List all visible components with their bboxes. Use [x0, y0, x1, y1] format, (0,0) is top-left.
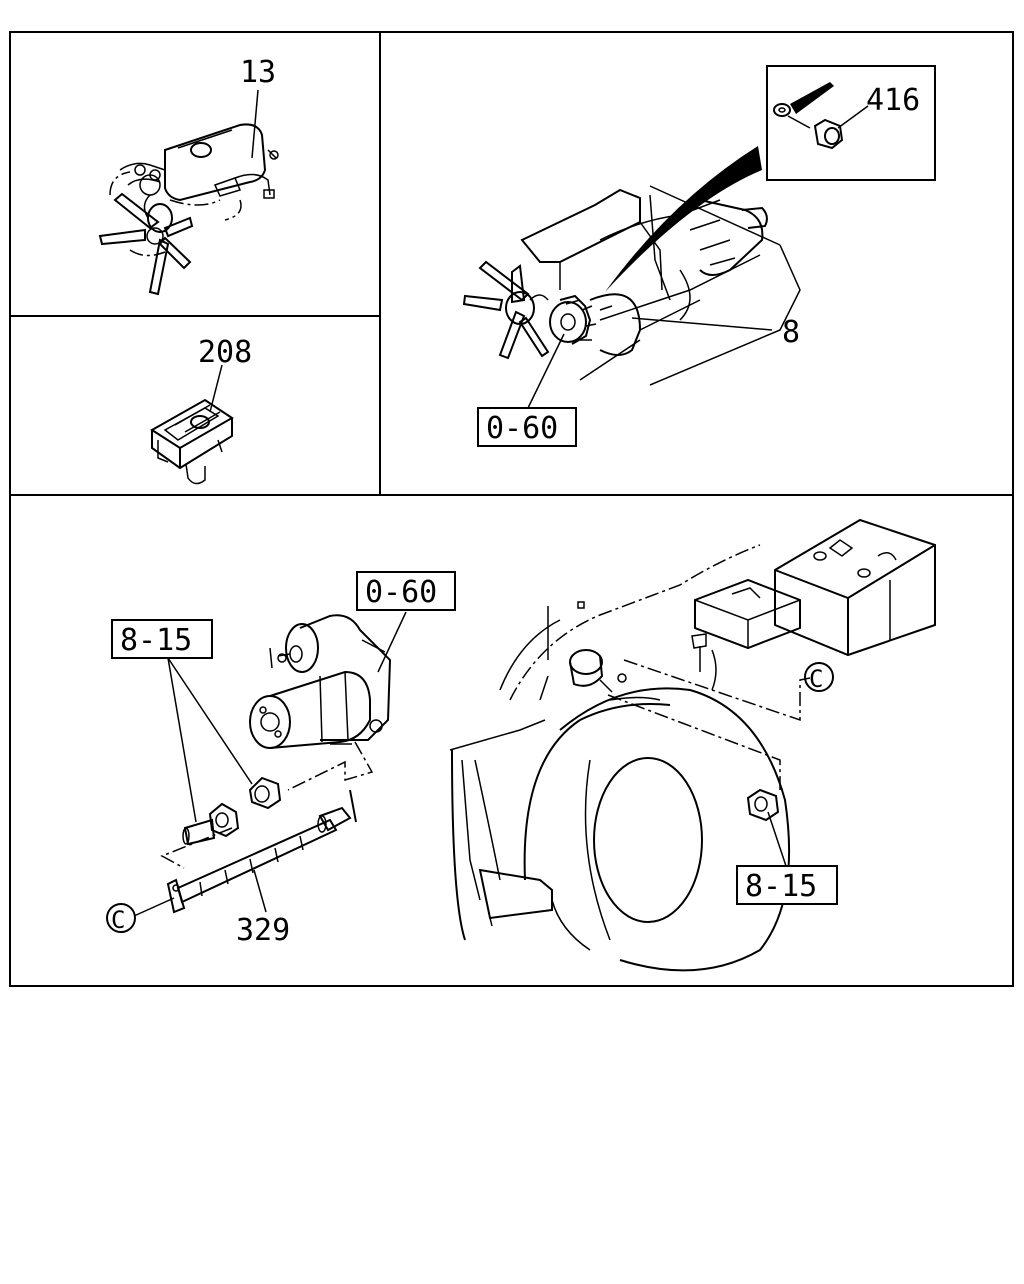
ref-box-0-60-lower — [356, 571, 456, 611]
connector-c-right — [804, 662, 834, 692]
ref-box-0-60-lower-label: 0-60 — [365, 575, 437, 610]
callout-208: 208 — [198, 335, 252, 370]
callout-329: 329 — [236, 913, 290, 948]
inset-terminal-sketch — [773, 82, 869, 150]
right-nut — [746, 788, 780, 822]
ref-box-8-15-right — [736, 865, 838, 905]
callout-416: 416 — [866, 83, 920, 118]
battery-cable-sketch — [133, 741, 374, 917]
ref-box-0-60-upper — [477, 407, 577, 447]
callout-13: 13 — [240, 55, 276, 90]
panel-relay: 208 — [150, 335, 252, 485]
engine-sketch — [98, 123, 279, 296]
connector-c-left — [106, 903, 136, 933]
vehicle-chassis-sketch — [449, 518, 936, 972]
ref-box-0-60-upper-label: 0-60 — [486, 411, 558, 446]
panel-engine-overview: 13 — [98, 55, 279, 296]
ref-box-8-15-left-label: 8-15 — [120, 623, 192, 658]
ref-box-8-15-right-label: 8-15 — [745, 869, 817, 904]
callout-8: 8 — [782, 315, 800, 350]
panel-alternator: 416 — [462, 65, 936, 447]
panel-frames — [9, 31, 1014, 987]
fastener-sketch — [182, 776, 282, 846]
ref-box-8-15-left — [111, 619, 213, 659]
panel-starter: 0-60 8-15 — [106, 518, 936, 972]
relay-sketch — [150, 398, 234, 485]
starter-motor-sketch — [249, 614, 392, 749]
lead-wedge — [605, 146, 762, 292]
connector-c-right-label: C — [809, 665, 823, 693]
connector-c-left-label: C — [111, 906, 125, 934]
engine-alternator-sketch — [462, 185, 801, 386]
inset-box — [766, 65, 936, 181]
